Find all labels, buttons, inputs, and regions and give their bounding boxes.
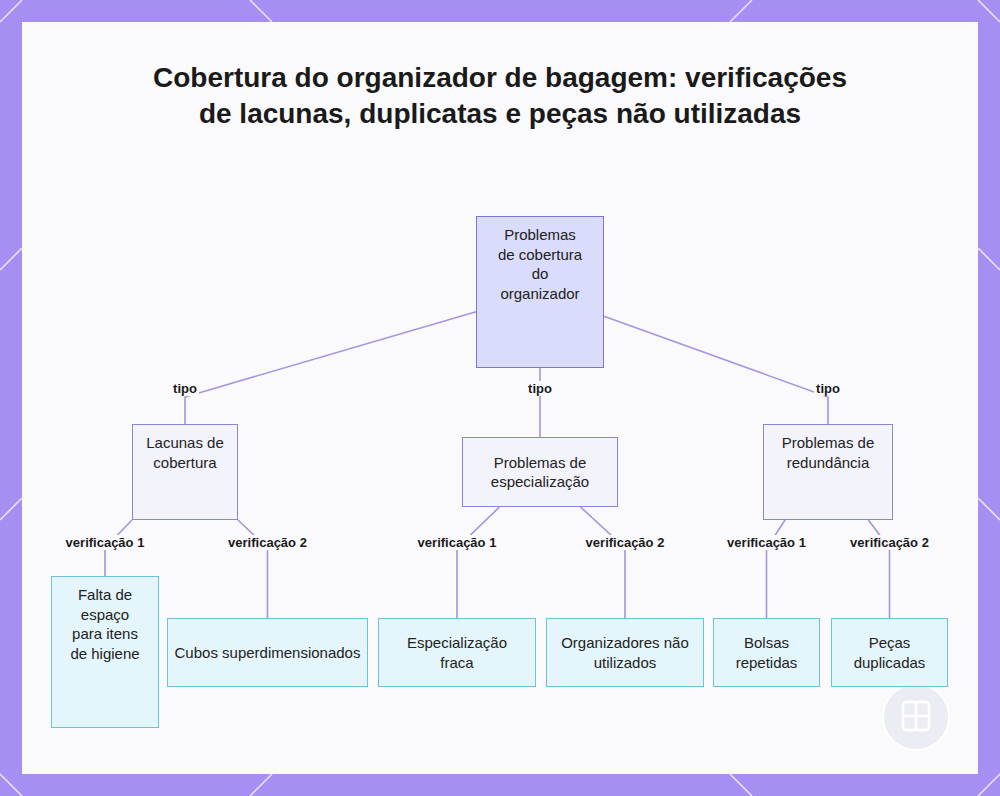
edge-label: verificação 1 [725,535,808,550]
node-text: Peças duplicadas [840,633,940,672]
node-text: Problemas de cobertura do organizador [494,225,586,303]
node-text: Bolsas repetidas [722,633,812,672]
category-box: Lacunas de cobertura [132,424,238,520]
connector-line [457,507,499,618]
edge-label: tipo [814,381,842,396]
category-box: Problemas de especialização [462,437,618,507]
diagram-title: Cobertura do organizador de bagagem: ver… [150,60,850,132]
check-box: Cubos superdimensionados [167,618,369,687]
node-text: Especialização fraca [392,633,522,672]
node-text: Falta de espaço para itens de higiene [64,585,146,663]
connector-line [581,507,625,618]
check-box: Organizadores não utilizados [546,618,704,687]
edge-label: verificação 1 [64,535,147,550]
connector-line [539,368,541,437]
node-text: Problemas de especialização [470,453,610,492]
node-text: Problemas de redundância [780,433,876,472]
check-box: Especialização fraca [378,618,536,687]
category-box: Problemas de redundância [763,424,893,520]
root-box: Problemas de cobertura do organizador [476,216,604,368]
edge-label: verificação 2 [584,535,667,550]
connector-line [604,316,828,424]
edge-label: verificação 2 [848,535,931,550]
node-text: Lacunas de cobertura [145,433,225,472]
logo-badge [883,684,949,750]
connector-line [185,312,476,424]
node-text: Cubos superdimensionados [175,643,361,663]
edge-label: tipo [171,381,199,396]
node-text: Organizadores não utilizados [560,633,690,672]
edge-label: tipo [526,381,554,396]
check-box: Bolsas repetidas [713,618,820,687]
check-box: Falta de espaço para itens de higiene [51,576,159,728]
edge-label: verificação 2 [226,535,309,550]
edge-label: verificação 1 [416,535,499,550]
check-box: Peças duplicadas [831,618,948,687]
